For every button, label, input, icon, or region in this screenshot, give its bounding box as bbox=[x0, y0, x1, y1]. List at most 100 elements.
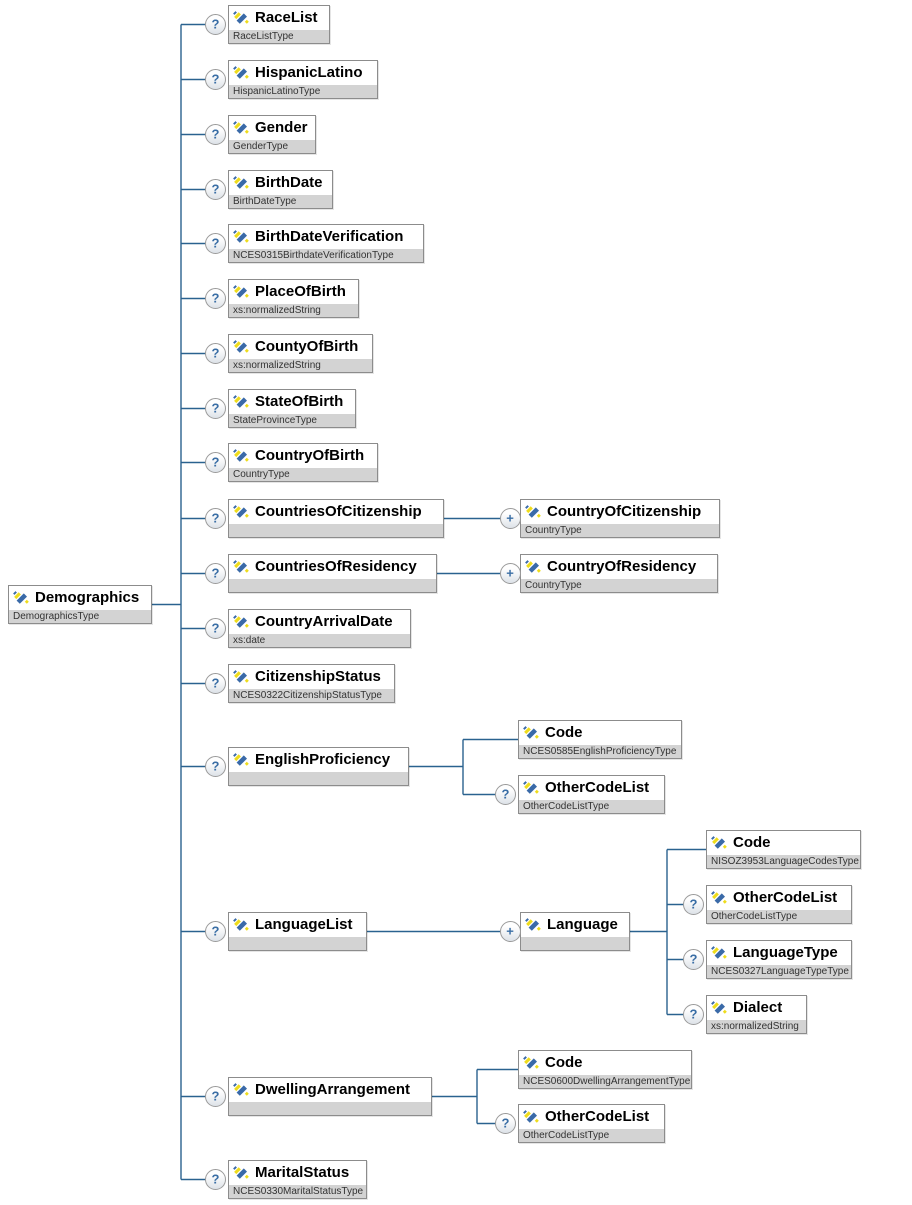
optional-indicator: ? bbox=[205, 398, 226, 419]
element-type-strip: CountryType bbox=[229, 468, 377, 481]
element-box-MaritalStatus[interactable]: MaritalStatus NCES0330MaritalStatusType bbox=[228, 1160, 367, 1199]
element-type-strip: HispanicLatinoType bbox=[229, 85, 377, 98]
optional-indicator: ? bbox=[205, 179, 226, 200]
element-type-strip: OtherCodeListType bbox=[707, 910, 851, 923]
optional-indicator: ? bbox=[205, 288, 226, 309]
element-box-OtherCodeList[interactable]: OtherCodeList OtherCodeListType bbox=[706, 885, 852, 924]
element-box-RaceList[interactable]: RaceList RaceListType bbox=[228, 5, 330, 44]
xml-element-icon bbox=[525, 560, 542, 574]
element-box-CountriesOfCitizenship[interactable]: CountriesOfCitizenship bbox=[228, 499, 444, 538]
element-name: Code bbox=[733, 834, 771, 851]
element-type: OtherCodeListType bbox=[711, 911, 798, 922]
element-box-PlaceOfBirth[interactable]: PlaceOfBirth xs:normalizedString bbox=[228, 279, 359, 318]
element-box-CountyOfBirth[interactable]: CountyOfBirth xs:normalizedString bbox=[228, 334, 373, 373]
optional-indicator: ? bbox=[205, 233, 226, 254]
element-name: CountryOfBirth bbox=[255, 447, 365, 464]
element-box-DwellingArrangement[interactable]: DwellingArrangement bbox=[228, 1077, 432, 1116]
element-type: HispanicLatinoType bbox=[233, 86, 321, 97]
element-name: PlaceOfBirth bbox=[255, 283, 346, 300]
element-box-CitizenshipStatus[interactable]: CitizenshipStatus NCES0322CitizenshipSta… bbox=[228, 664, 395, 703]
indicator-glyph: ? bbox=[211, 758, 220, 774]
element-name: StateOfBirth bbox=[255, 393, 344, 410]
indicator-glyph: ? bbox=[211, 1088, 220, 1104]
repeat-indicator: + bbox=[499, 508, 521, 529]
element-name: Code bbox=[545, 1054, 583, 1071]
element-box-Dialect[interactable]: Dialect xs:normalizedString bbox=[706, 995, 807, 1034]
element-type: xs:normalizedString bbox=[711, 1021, 799, 1032]
xml-element-icon bbox=[233, 11, 250, 25]
element-box-Code[interactable]: Code NCES0585EnglishProficiencyType bbox=[518, 720, 682, 759]
element-header: OtherCodeList bbox=[519, 1105, 664, 1129]
element-box-CountryOfBirth[interactable]: CountryOfBirth CountryType bbox=[228, 443, 378, 482]
element-header: Language bbox=[521, 913, 629, 937]
indicator-glyph: ? bbox=[211, 181, 220, 197]
element-type-strip bbox=[229, 772, 408, 785]
element-name: Dialect bbox=[733, 999, 783, 1016]
element-type-strip bbox=[229, 524, 443, 537]
element-box-CountryOfResidency[interactable]: CountryOfResidency CountryType bbox=[520, 554, 718, 593]
element-box-HispanicLatino[interactable]: HispanicLatino HispanicLatinoType bbox=[228, 60, 378, 99]
element-type-strip: NCES0330MaritalStatusType bbox=[229, 1185, 366, 1198]
element-box-CountryOfCitizenship[interactable]: CountryOfCitizenship CountryType bbox=[520, 499, 720, 538]
element-box-BirthDate[interactable]: BirthDate BirthDateType bbox=[228, 170, 333, 209]
element-box-LanguageType[interactable]: LanguageType NCES0327LanguageTypeType bbox=[706, 940, 852, 979]
element-box-Code[interactable]: Code NISOZ3953LanguageCodesType bbox=[706, 830, 861, 869]
element-name: MaritalStatus bbox=[255, 1164, 350, 1181]
element-type: CountryType bbox=[525, 580, 582, 591]
element-box-OtherCodeList[interactable]: OtherCodeList OtherCodeListType bbox=[518, 775, 665, 814]
repeat-indicator: + bbox=[499, 921, 521, 942]
indicator-glyph: + bbox=[506, 565, 514, 581]
element-header: CountryOfResidency bbox=[521, 555, 717, 579]
element-header: CountyOfBirth bbox=[229, 335, 372, 359]
element-type-strip bbox=[229, 1102, 431, 1115]
optional-indicator: ? bbox=[205, 756, 226, 777]
element-box-Gender[interactable]: Gender GenderType bbox=[228, 115, 316, 154]
element-header: MaritalStatus bbox=[229, 1161, 366, 1185]
element-type-strip: NCES0315BirthdateVerificationType bbox=[229, 249, 423, 262]
optional-indicator: ? bbox=[495, 784, 516, 805]
indicator-glyph: ? bbox=[211, 454, 220, 470]
element-box-Code[interactable]: Code NCES0600DwellingArrangementType bbox=[518, 1050, 692, 1089]
element-name: Code bbox=[545, 724, 583, 741]
element-box-EnglishProficiency[interactable]: EnglishProficiency bbox=[228, 747, 409, 786]
element-type-strip bbox=[521, 937, 629, 950]
element-box-Language[interactable]: Language bbox=[520, 912, 630, 951]
indicator-glyph: ? bbox=[211, 510, 220, 526]
element-box-CountriesOfResidency[interactable]: CountriesOfResidency bbox=[228, 554, 437, 593]
element-header: RaceList bbox=[229, 6, 329, 30]
element-type: NISOZ3953LanguageCodesType bbox=[711, 856, 859, 867]
element-box-CountryArrivalDate[interactable]: CountryArrivalDate xs:date bbox=[228, 609, 411, 648]
element-header: EnglishProficiency bbox=[229, 748, 408, 772]
xml-element-icon bbox=[233, 449, 250, 463]
element-box-BirthDateVerification[interactable]: BirthDateVerification NCES0315BirthdateV… bbox=[228, 224, 424, 263]
element-type-strip: OtherCodeListType bbox=[519, 800, 664, 813]
element-type: BirthDateType bbox=[233, 196, 297, 207]
indicator-glyph: ? bbox=[501, 786, 510, 802]
indicator-glyph: ? bbox=[211, 400, 220, 416]
xml-element-icon bbox=[233, 340, 250, 354]
xml-element-icon bbox=[233, 121, 250, 135]
xml-element-icon bbox=[233, 670, 250, 684]
element-box-StateOfBirth[interactable]: StateOfBirth StateProvinceType bbox=[228, 389, 356, 428]
element-type-strip: NCES0585EnglishProficiencyType bbox=[519, 745, 681, 758]
indicator-glyph: ? bbox=[211, 675, 220, 691]
optional-indicator: ? bbox=[205, 618, 226, 639]
element-box-OtherCodeList[interactable]: OtherCodeList OtherCodeListType bbox=[518, 1104, 665, 1143]
xml-element-icon bbox=[523, 1056, 540, 1070]
element-type: CountryType bbox=[525, 525, 582, 536]
optional-indicator: ? bbox=[205, 508, 226, 529]
xml-element-icon bbox=[13, 591, 30, 605]
element-box-LanguageList[interactable]: LanguageList bbox=[228, 912, 367, 951]
element-header: DwellingArrangement bbox=[229, 1078, 431, 1102]
element-box-Demographics[interactable]: Demographics DemographicsType bbox=[8, 585, 152, 624]
element-name: OtherCodeList bbox=[733, 889, 838, 906]
indicator-glyph: + bbox=[506, 923, 514, 939]
element-type: NCES0322CitizenshipStatusType bbox=[233, 690, 382, 701]
element-type-strip: xs:normalizedString bbox=[229, 359, 372, 372]
element-type-strip: StateProvinceType bbox=[229, 414, 355, 427]
indicator-glyph: ? bbox=[211, 126, 220, 142]
element-name: CountryOfResidency bbox=[547, 558, 697, 575]
xml-element-icon bbox=[233, 230, 250, 244]
